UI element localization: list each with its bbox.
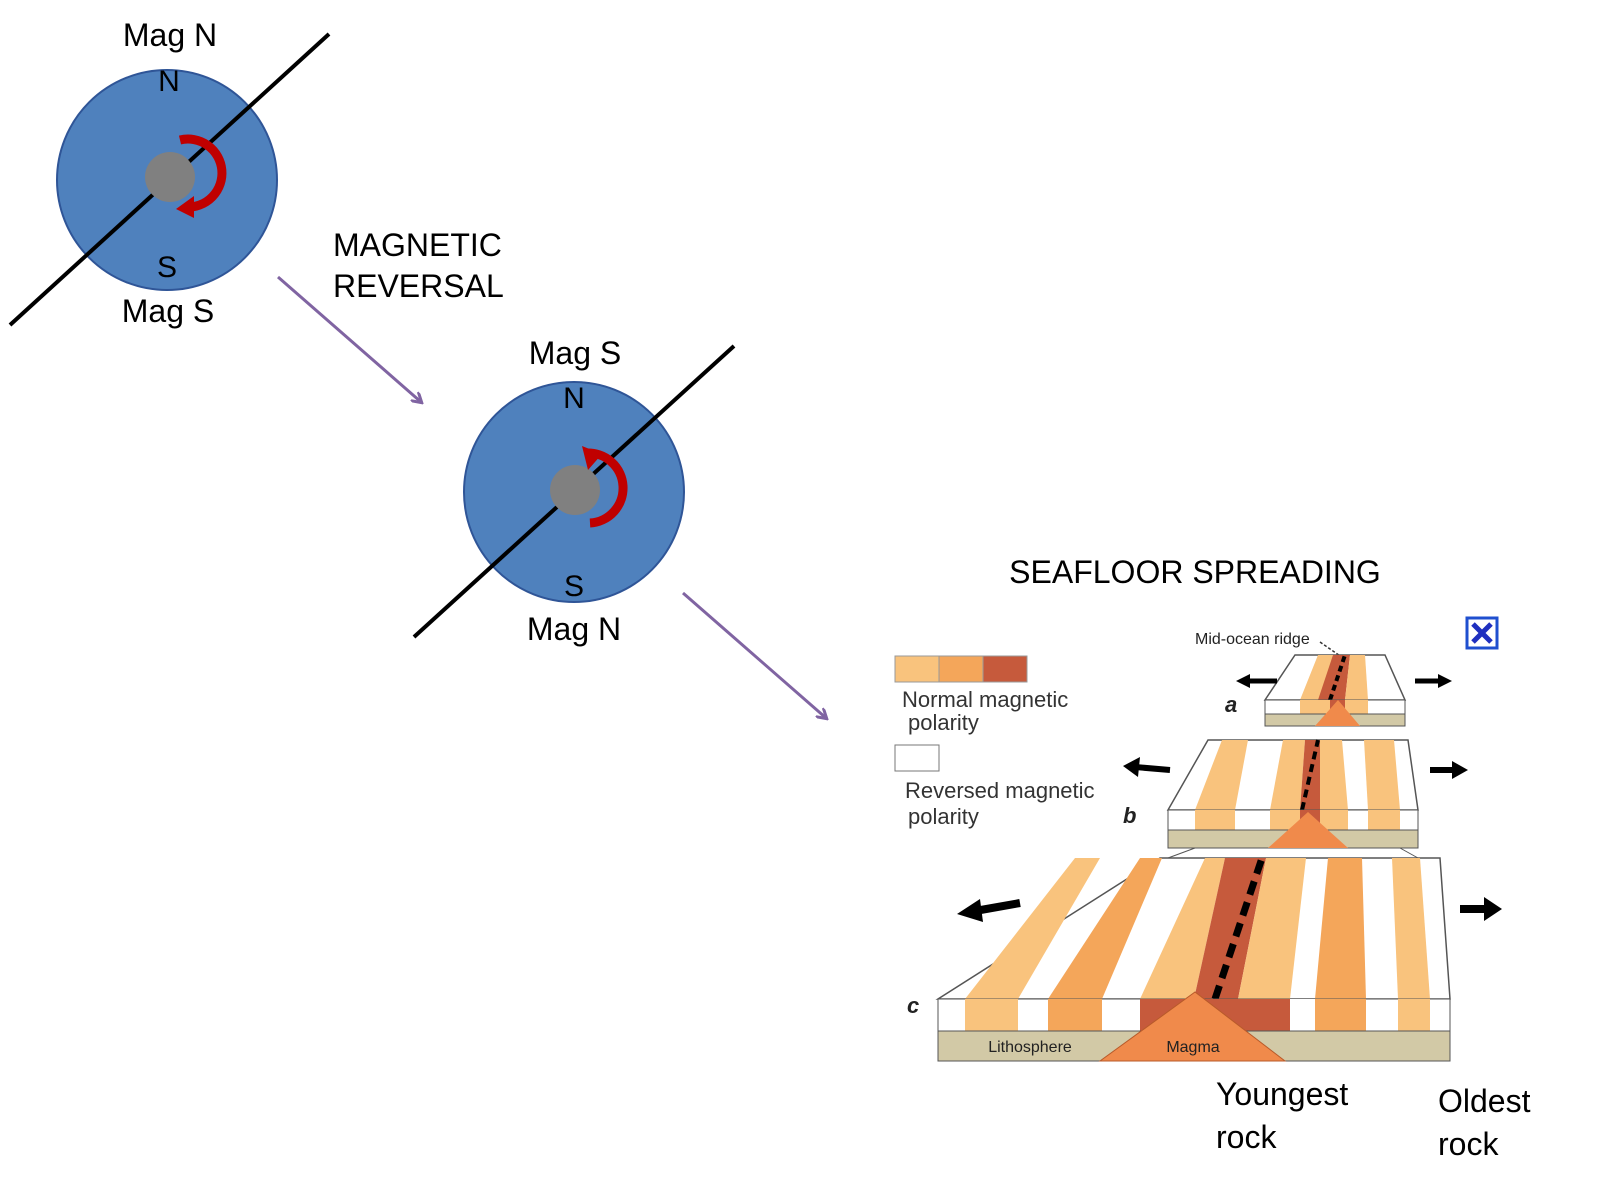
middle-mag-south-label: Mag S <box>529 335 621 371</box>
mid-ocean-ridge-label: Mid-ocean ridge <box>1195 631 1310 648</box>
oldest-rock-label-1: Oldest <box>1438 1083 1531 1119</box>
rotation-arrow-icon <box>178 134 227 212</box>
rotation-arrowhead-icon <box>582 446 602 470</box>
lithosphere-label: Lithosphere <box>988 1039 1072 1056</box>
legend-reversed-label-1: Reversed magnetic <box>905 778 1095 803</box>
legend-swatch-dark <box>982 655 1028 683</box>
middle-geo-south-label: S <box>564 570 584 603</box>
magma-label: Magma <box>1166 1039 1219 1056</box>
youngest-rock-label-1: Youngest <box>1216 1076 1348 1112</box>
close-x-glyph-icon <box>1471 622 1493 644</box>
magnetic-reversal-caption-line2: REVERSAL <box>333 268 504 304</box>
panel-a-letter: a <box>1225 692 1237 717</box>
top-mag-south-label: Mag S <box>122 293 214 329</box>
top-geo-north-label: N <box>158 65 180 98</box>
top-globe: Mag N N S Mag S <box>8 17 331 329</box>
rotation-arrowhead-icon <box>176 196 194 218</box>
top-geo-south-label: S <box>157 251 177 284</box>
panel-b-letter: b <box>1123 803 1136 828</box>
top-mag-north-label: Mag N <box>123 17 217 53</box>
legend-swatch-mid <box>938 655 984 683</box>
middle-globe: Mag S N S Mag N <box>412 335 736 647</box>
middle-geo-north-label: N <box>563 382 585 415</box>
seafloor-figure: Normal magnetic polarity Reversed magnet… <box>894 616 1531 1162</box>
youngest-rock-label-2: rock <box>1216 1119 1277 1155</box>
spread-left-arrow-icon <box>1134 764 1171 773</box>
legend-swatch-light <box>894 655 940 683</box>
earth-core-icon <box>145 152 195 202</box>
panel-c-letter: c <box>907 993 919 1018</box>
legend-normal-label-1: Normal magnetic <box>902 687 1068 712</box>
earth-core-icon <box>550 465 600 515</box>
legend-reversed-label-2: polarity <box>908 804 979 829</box>
reversal-connector-arrow <box>277 275 421 402</box>
spread-left-arrow-icon <box>974 899 1021 915</box>
oldest-rock-label-2: rock <box>1438 1126 1499 1162</box>
middle-mag-north-label: Mag N <box>527 611 621 647</box>
seafloor-title: SEAFLOOR SPREADING <box>1009 554 1381 590</box>
block-a: a <box>1225 654 1452 727</box>
magnetic-reversal-caption-line1: MAGNETIC <box>333 227 502 263</box>
legend-swatch-reversed <box>894 744 940 772</box>
spreading-connector-arrow <box>682 591 826 718</box>
rotation-arrow-icon <box>585 448 628 528</box>
block-b: b <box>1123 739 1468 849</box>
legend-normal-label-2: polarity <box>908 710 979 735</box>
block-c: Lithosphere Magma c <box>907 856 1502 1062</box>
